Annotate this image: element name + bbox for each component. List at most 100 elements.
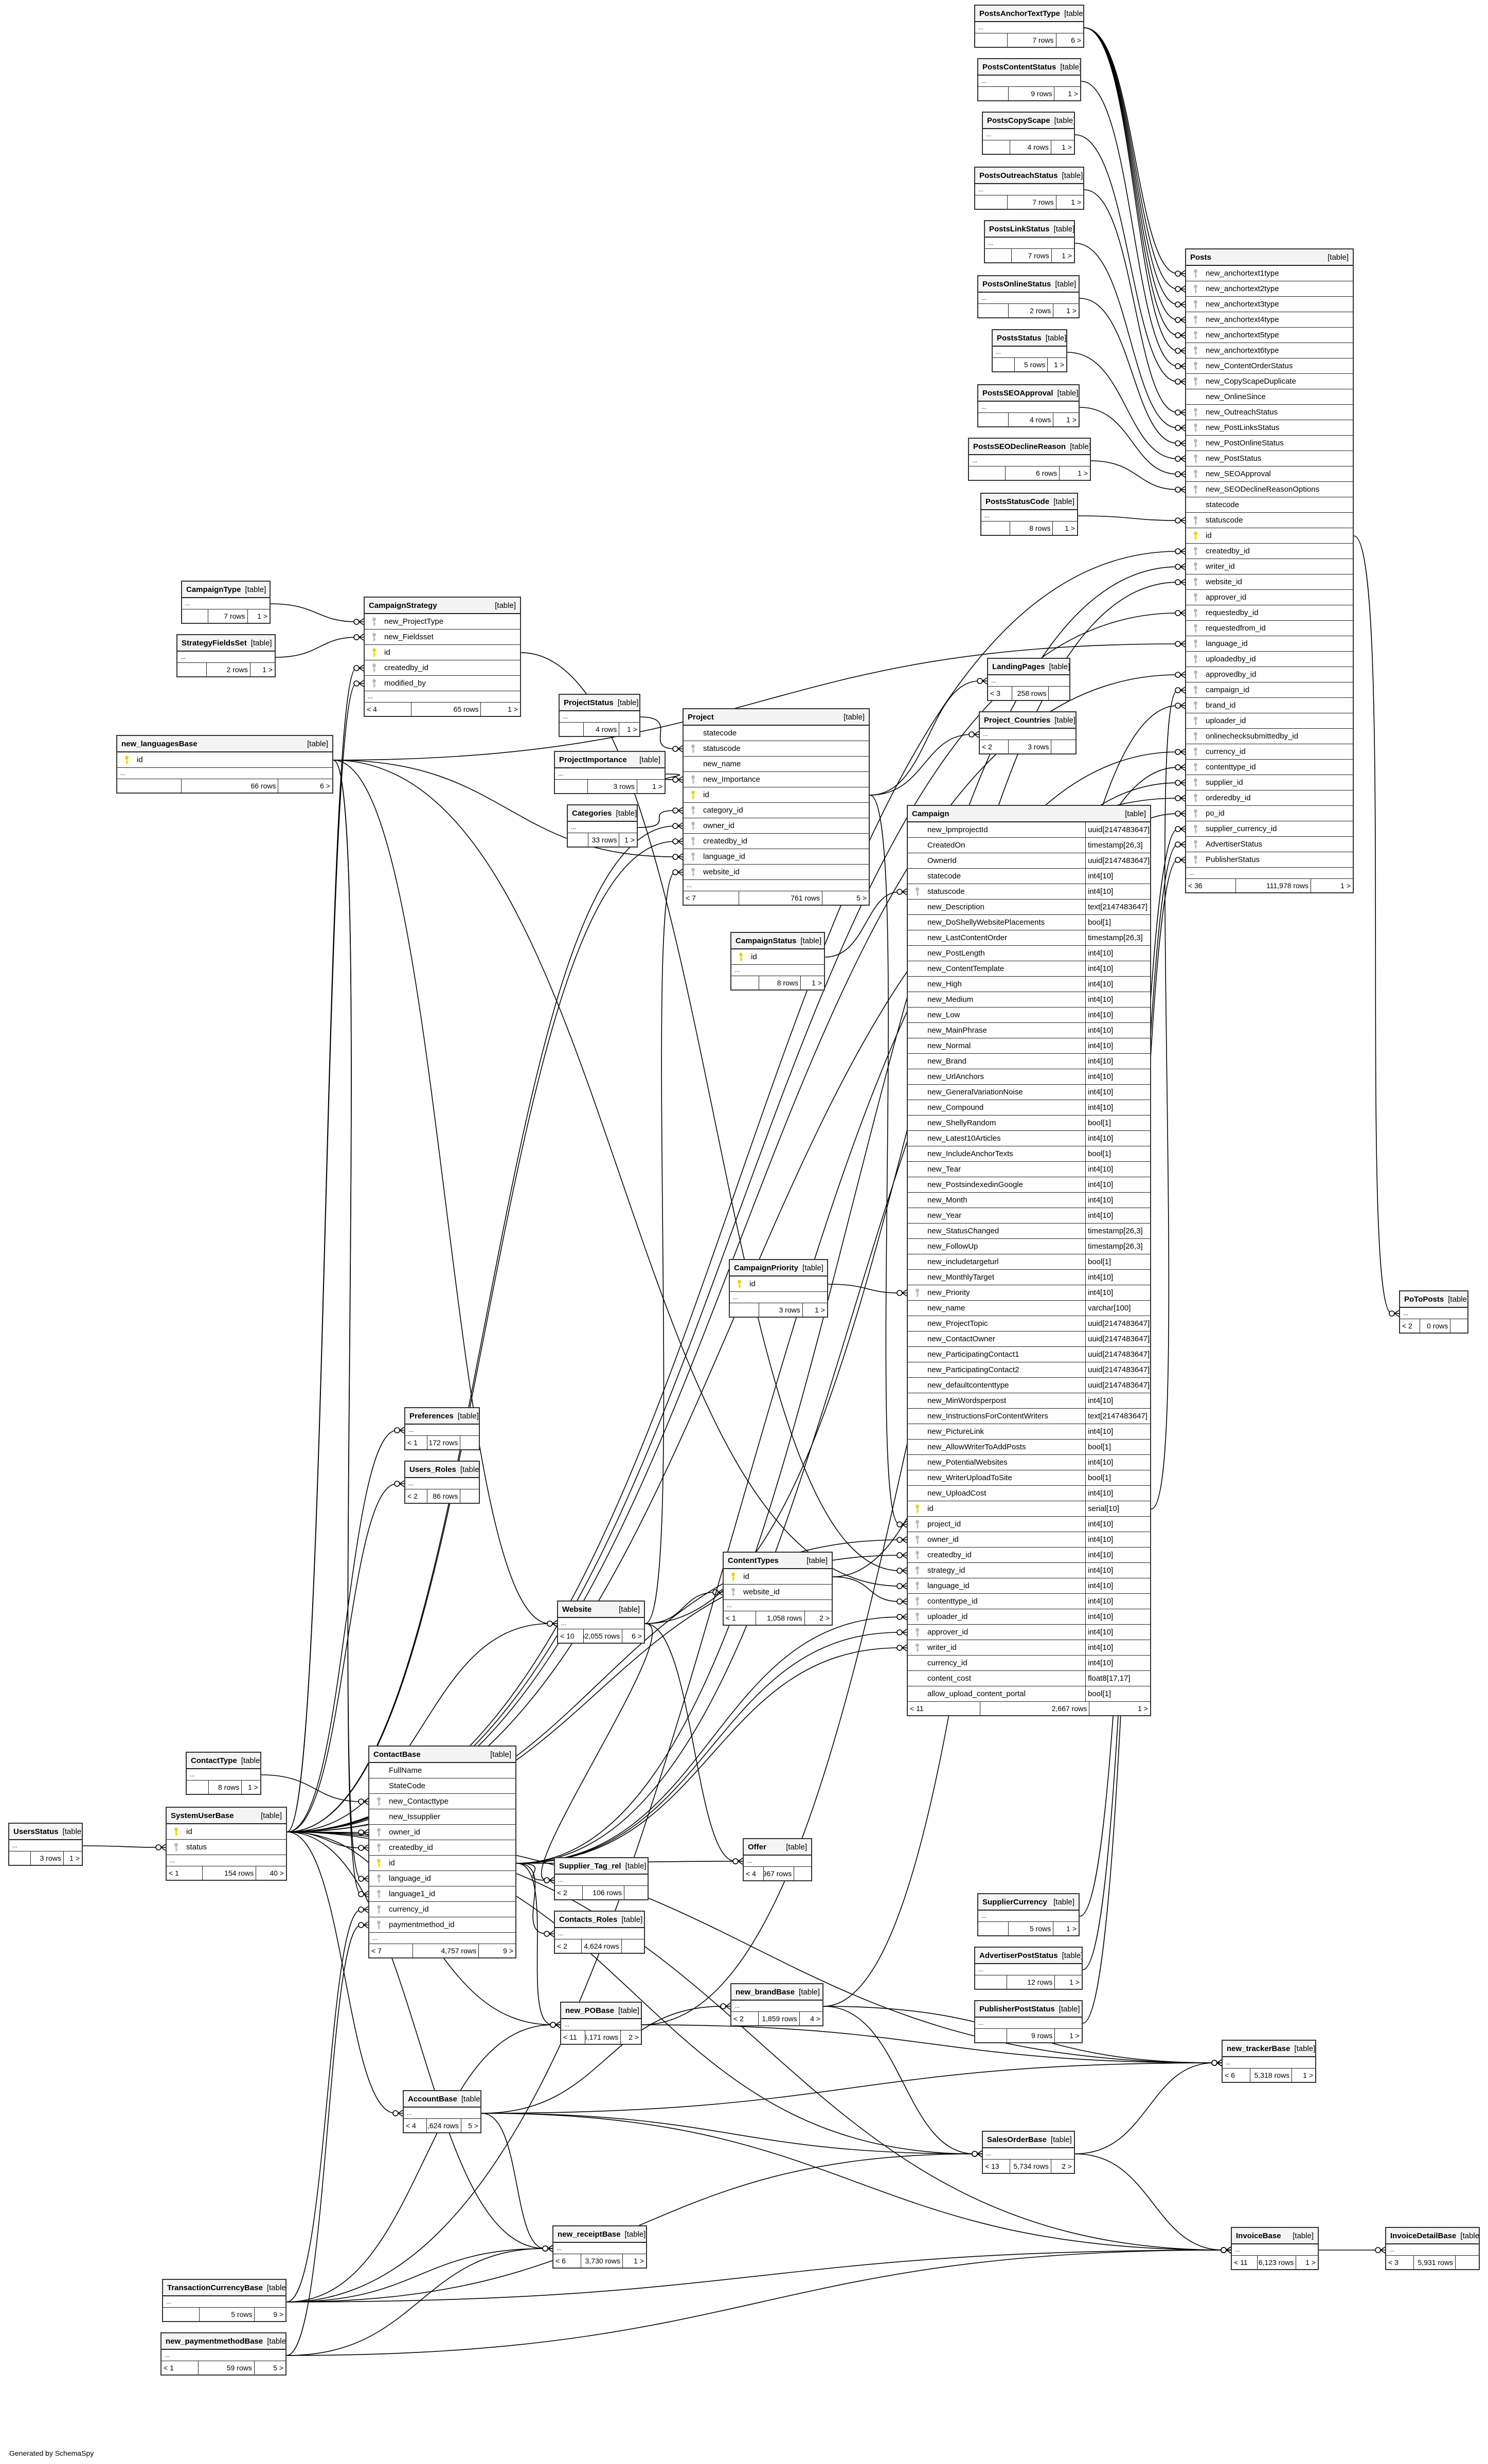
column-row[interactable]: id xyxy=(724,1569,832,1585)
parents-link[interactable] xyxy=(117,779,182,793)
column-row[interactable]: po_id xyxy=(1186,806,1353,821)
table-name[interactable]: SystemUserBase xyxy=(171,1811,234,1820)
column-row[interactable]: id xyxy=(167,1824,286,1840)
children-link[interactable]: 1 > xyxy=(1340,882,1351,890)
table-header[interactable]: Website [table] xyxy=(558,1602,644,1618)
table-header[interactable]: StrategyFieldsSet [table] xyxy=(177,635,275,652)
table-invoice-detail-base[interactable]: InvoiceDetailBase [table]... < 3 5,931 r… xyxy=(1385,2227,1480,2270)
children-link[interactable]: 1 > xyxy=(1071,198,1081,206)
table-project[interactable]: Project [table] statecode statuscode new… xyxy=(683,708,870,906)
column-row[interactable]: new_MinWordsperpost int4[10] xyxy=(908,1393,1150,1409)
column-row[interactable]: new_ParticipatingContact2 uuid[214748364… xyxy=(908,1362,1150,1378)
parents-link[interactable] xyxy=(177,663,207,676)
column-row[interactable]: new_anchortext6type xyxy=(1186,343,1353,358)
table-preferences[interactable]: Preferences [table]... < 1 172 rows xyxy=(404,1407,480,1450)
parents-link[interactable] xyxy=(969,466,1006,480)
parents-link[interactable]: < 4 xyxy=(744,1867,764,1880)
parents-link[interactable] xyxy=(978,304,1009,317)
children-link[interactable]: 9 > xyxy=(503,1947,513,1955)
table-header[interactable]: Users_Roles [table] xyxy=(405,1462,479,1478)
table-posts-anchor-text-type[interactable]: PostsAnchorTextType [table]... 7 rows 6 … xyxy=(974,5,1084,48)
table-posts[interactable]: Posts [table] new_anchortext1type new_an… xyxy=(1185,248,1354,893)
column-row[interactable]: new_Low int4[10] xyxy=(908,1008,1150,1023)
parents-link[interactable]: < 36 xyxy=(1186,879,1236,892)
table-header[interactable]: SalesOrderBase [table] xyxy=(983,2132,1074,2148)
table-header[interactable]: CampaignType [table] xyxy=(182,582,270,598)
parents-link[interactable]: < 10 xyxy=(558,1629,584,1643)
children-link[interactable] xyxy=(624,1886,648,1899)
children-link[interactable]: 1 > xyxy=(1062,143,1072,151)
children-link[interactable]: 1 > xyxy=(257,612,267,620)
column-row[interactable]: PublisherStatus xyxy=(1186,852,1353,868)
children-link[interactable]: 1 > xyxy=(1069,2031,1080,2040)
table-new-pobase[interactable]: new_POBase [table]... < 11 6,171 rows 2 … xyxy=(560,2002,642,2045)
parents-link[interactable] xyxy=(9,1851,31,1865)
column-row[interactable]: new_Description text[2147483647] xyxy=(908,900,1150,915)
column-row[interactable]: new_GeneralVariationNoise int4[10] xyxy=(908,1085,1150,1100)
column-row[interactable]: new_ParticipatingContact1 uuid[214748364… xyxy=(908,1347,1150,1362)
table-name[interactable]: new_languagesBase xyxy=(121,739,198,748)
parents-link[interactable] xyxy=(975,2029,1008,2042)
parents-link[interactable] xyxy=(568,833,589,847)
column-row[interactable]: statecode xyxy=(684,726,869,741)
table-header[interactable]: PostsSEOApproval [table] xyxy=(978,385,1079,402)
column-row[interactable]: id xyxy=(731,949,824,965)
table-name[interactable]: LandingPages xyxy=(992,662,1045,671)
children-link[interactable]: 1 > xyxy=(262,666,273,674)
parents-link[interactable] xyxy=(975,33,1008,47)
table-name[interactable]: Users_Roles xyxy=(409,1465,456,1474)
parents-link[interactable] xyxy=(981,521,1010,535)
table-header[interactable]: LandingPages [table] xyxy=(988,659,1069,675)
table-campaign[interactable]: Campaign [table] new_lpmprojectId uuid[2… xyxy=(907,805,1151,1716)
children-link[interactable]: 40 > xyxy=(270,1869,284,1877)
column-row[interactable]: createdby_id xyxy=(365,660,520,676)
parents-link[interactable] xyxy=(187,1780,209,1794)
children-link[interactable]: 1 > xyxy=(1062,251,1072,260)
column-row[interactable]: new_anchortext4type xyxy=(1186,312,1353,328)
parents-link[interactable] xyxy=(975,195,1008,209)
table-name[interactable]: Preferences xyxy=(409,1411,454,1420)
table-name[interactable]: SupplierCurrency xyxy=(982,1897,1047,1907)
table-name[interactable]: Project xyxy=(688,712,714,722)
table-header[interactable]: SystemUserBase [table] xyxy=(167,1808,286,1824)
parents-link[interactable]: < 2 xyxy=(731,2012,759,2025)
children-link[interactable] xyxy=(460,1489,479,1503)
children-link[interactable] xyxy=(1049,687,1069,700)
parents-link[interactable]: < 2 xyxy=(1400,1319,1421,1333)
column-row[interactable]: status xyxy=(167,1840,286,1855)
table-transaction-currency-base[interactable]: TransactionCurrencyBase [table]... 5 row… xyxy=(162,2279,286,2322)
table-name[interactable]: CampaignStrategy xyxy=(369,601,437,610)
table-name[interactable]: ContactType xyxy=(191,1756,237,1765)
table-name[interactable]: Supplier_Tag_rel xyxy=(559,1861,621,1871)
table-name[interactable]: new_POBase xyxy=(565,2006,615,2015)
column-row[interactable]: allow_upload_content_portal bool[1] xyxy=(908,1686,1150,1702)
children-link[interactable]: 1 > xyxy=(1068,89,1078,98)
table-project-countries[interactable]: Project_Countries [table]... < 2 3 rows xyxy=(979,711,1077,754)
table-header[interactable]: Posts [table] xyxy=(1186,249,1353,266)
column-row[interactable]: supplier_currency_id xyxy=(1186,821,1353,837)
table-users-roles[interactable]: Users_Roles [table]... < 2 86 rows xyxy=(404,1461,480,1504)
table-header[interactable]: PostsCopyScape [table] xyxy=(983,113,1074,129)
column-row[interactable]: onlinechecksubmittedby_id xyxy=(1186,729,1353,744)
column-row[interactable]: approver_id xyxy=(1186,590,1353,605)
table-posts-online-status[interactable]: PostsOnlineStatus [table]... 2 rows 1 > xyxy=(977,275,1080,318)
children-link[interactable]: 1 > xyxy=(812,979,822,987)
table-name[interactable]: AdvertiserPostStatus xyxy=(979,1951,1058,1960)
column-row[interactable]: new_AllowWriterToAddPosts bool[1] xyxy=(908,1440,1150,1455)
parents-link[interactable]: < 3 xyxy=(988,687,1013,700)
children-link[interactable]: 1 > xyxy=(1138,1704,1148,1713)
children-link[interactable]: 2 > xyxy=(1062,2162,1072,2170)
children-link[interactable]: 1 > xyxy=(1078,469,1088,477)
column-row[interactable]: language_id xyxy=(369,1871,515,1886)
table-name[interactable]: CampaignStatus xyxy=(736,936,797,945)
table-name[interactable]: PostsContentStatus xyxy=(982,62,1056,71)
table-offer[interactable]: Offer [table]... < 4 6,967 rows xyxy=(743,1838,812,1881)
column-row[interactable]: createdby_id xyxy=(684,834,869,849)
table-header[interactable]: ContactType [table] xyxy=(187,1753,260,1769)
column-row[interactable]: new_ContactOwner uuid[2147483647] xyxy=(908,1332,1150,1347)
table-name[interactable]: PostsSEODeclineReason xyxy=(973,442,1066,451)
column-row[interactable]: paymentmethod_id xyxy=(369,1917,515,1933)
column-row[interactable]: new_name varchar[100] xyxy=(908,1301,1150,1316)
table-campaign-priority[interactable]: CampaignPriority [table] id ... 3 rows 1… xyxy=(729,1259,828,1318)
column-row[interactable]: new_name xyxy=(684,757,869,772)
